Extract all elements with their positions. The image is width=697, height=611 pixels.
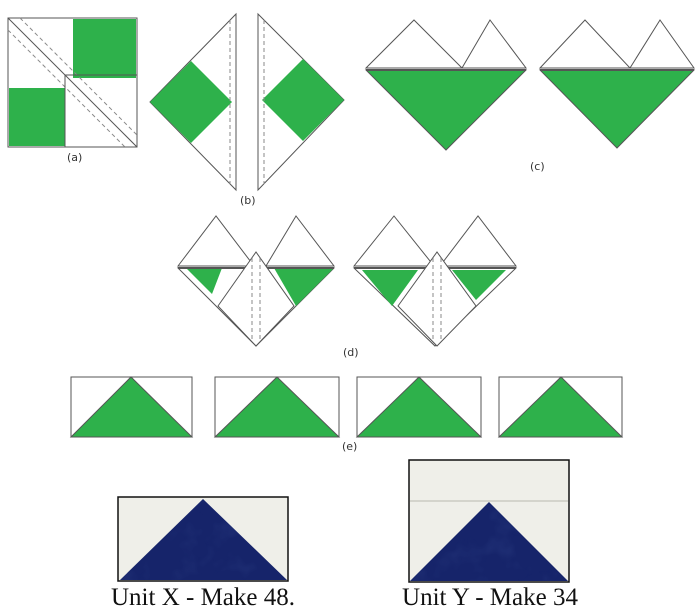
step-e-unit-1 (69, 376, 194, 438)
step-e-unit-3 (355, 376, 483, 438)
step-d-unit-left (176, 215, 336, 347)
step-c-unit-right (538, 19, 696, 149)
green-square-bottom-left (9, 88, 65, 146)
label-e: (e) (342, 440, 357, 453)
label-c: (c) (530, 160, 545, 173)
step-e-unit-2 (213, 376, 341, 438)
step-e-unit-4 (497, 376, 624, 438)
unit-x-caption: Unit X - Make 48. (111, 584, 295, 611)
unit-y-caption: Unit Y - Make 34 (402, 584, 578, 611)
step-a-square (7, 17, 138, 148)
unit-y-fabric-block (408, 459, 570, 583)
label-a: (a) (67, 151, 82, 164)
unit-x-fabric-block (117, 496, 289, 582)
step-d-unit-right (352, 215, 518, 347)
label-b: (b) (240, 194, 256, 207)
step-b-cut-halves (149, 12, 345, 192)
green-diamond-right (262, 59, 344, 141)
step-c-unit-left (364, 19, 528, 151)
label-d: (d) (343, 346, 359, 359)
green-diamond-left (150, 61, 232, 143)
green-square-top-right (73, 19, 136, 78)
